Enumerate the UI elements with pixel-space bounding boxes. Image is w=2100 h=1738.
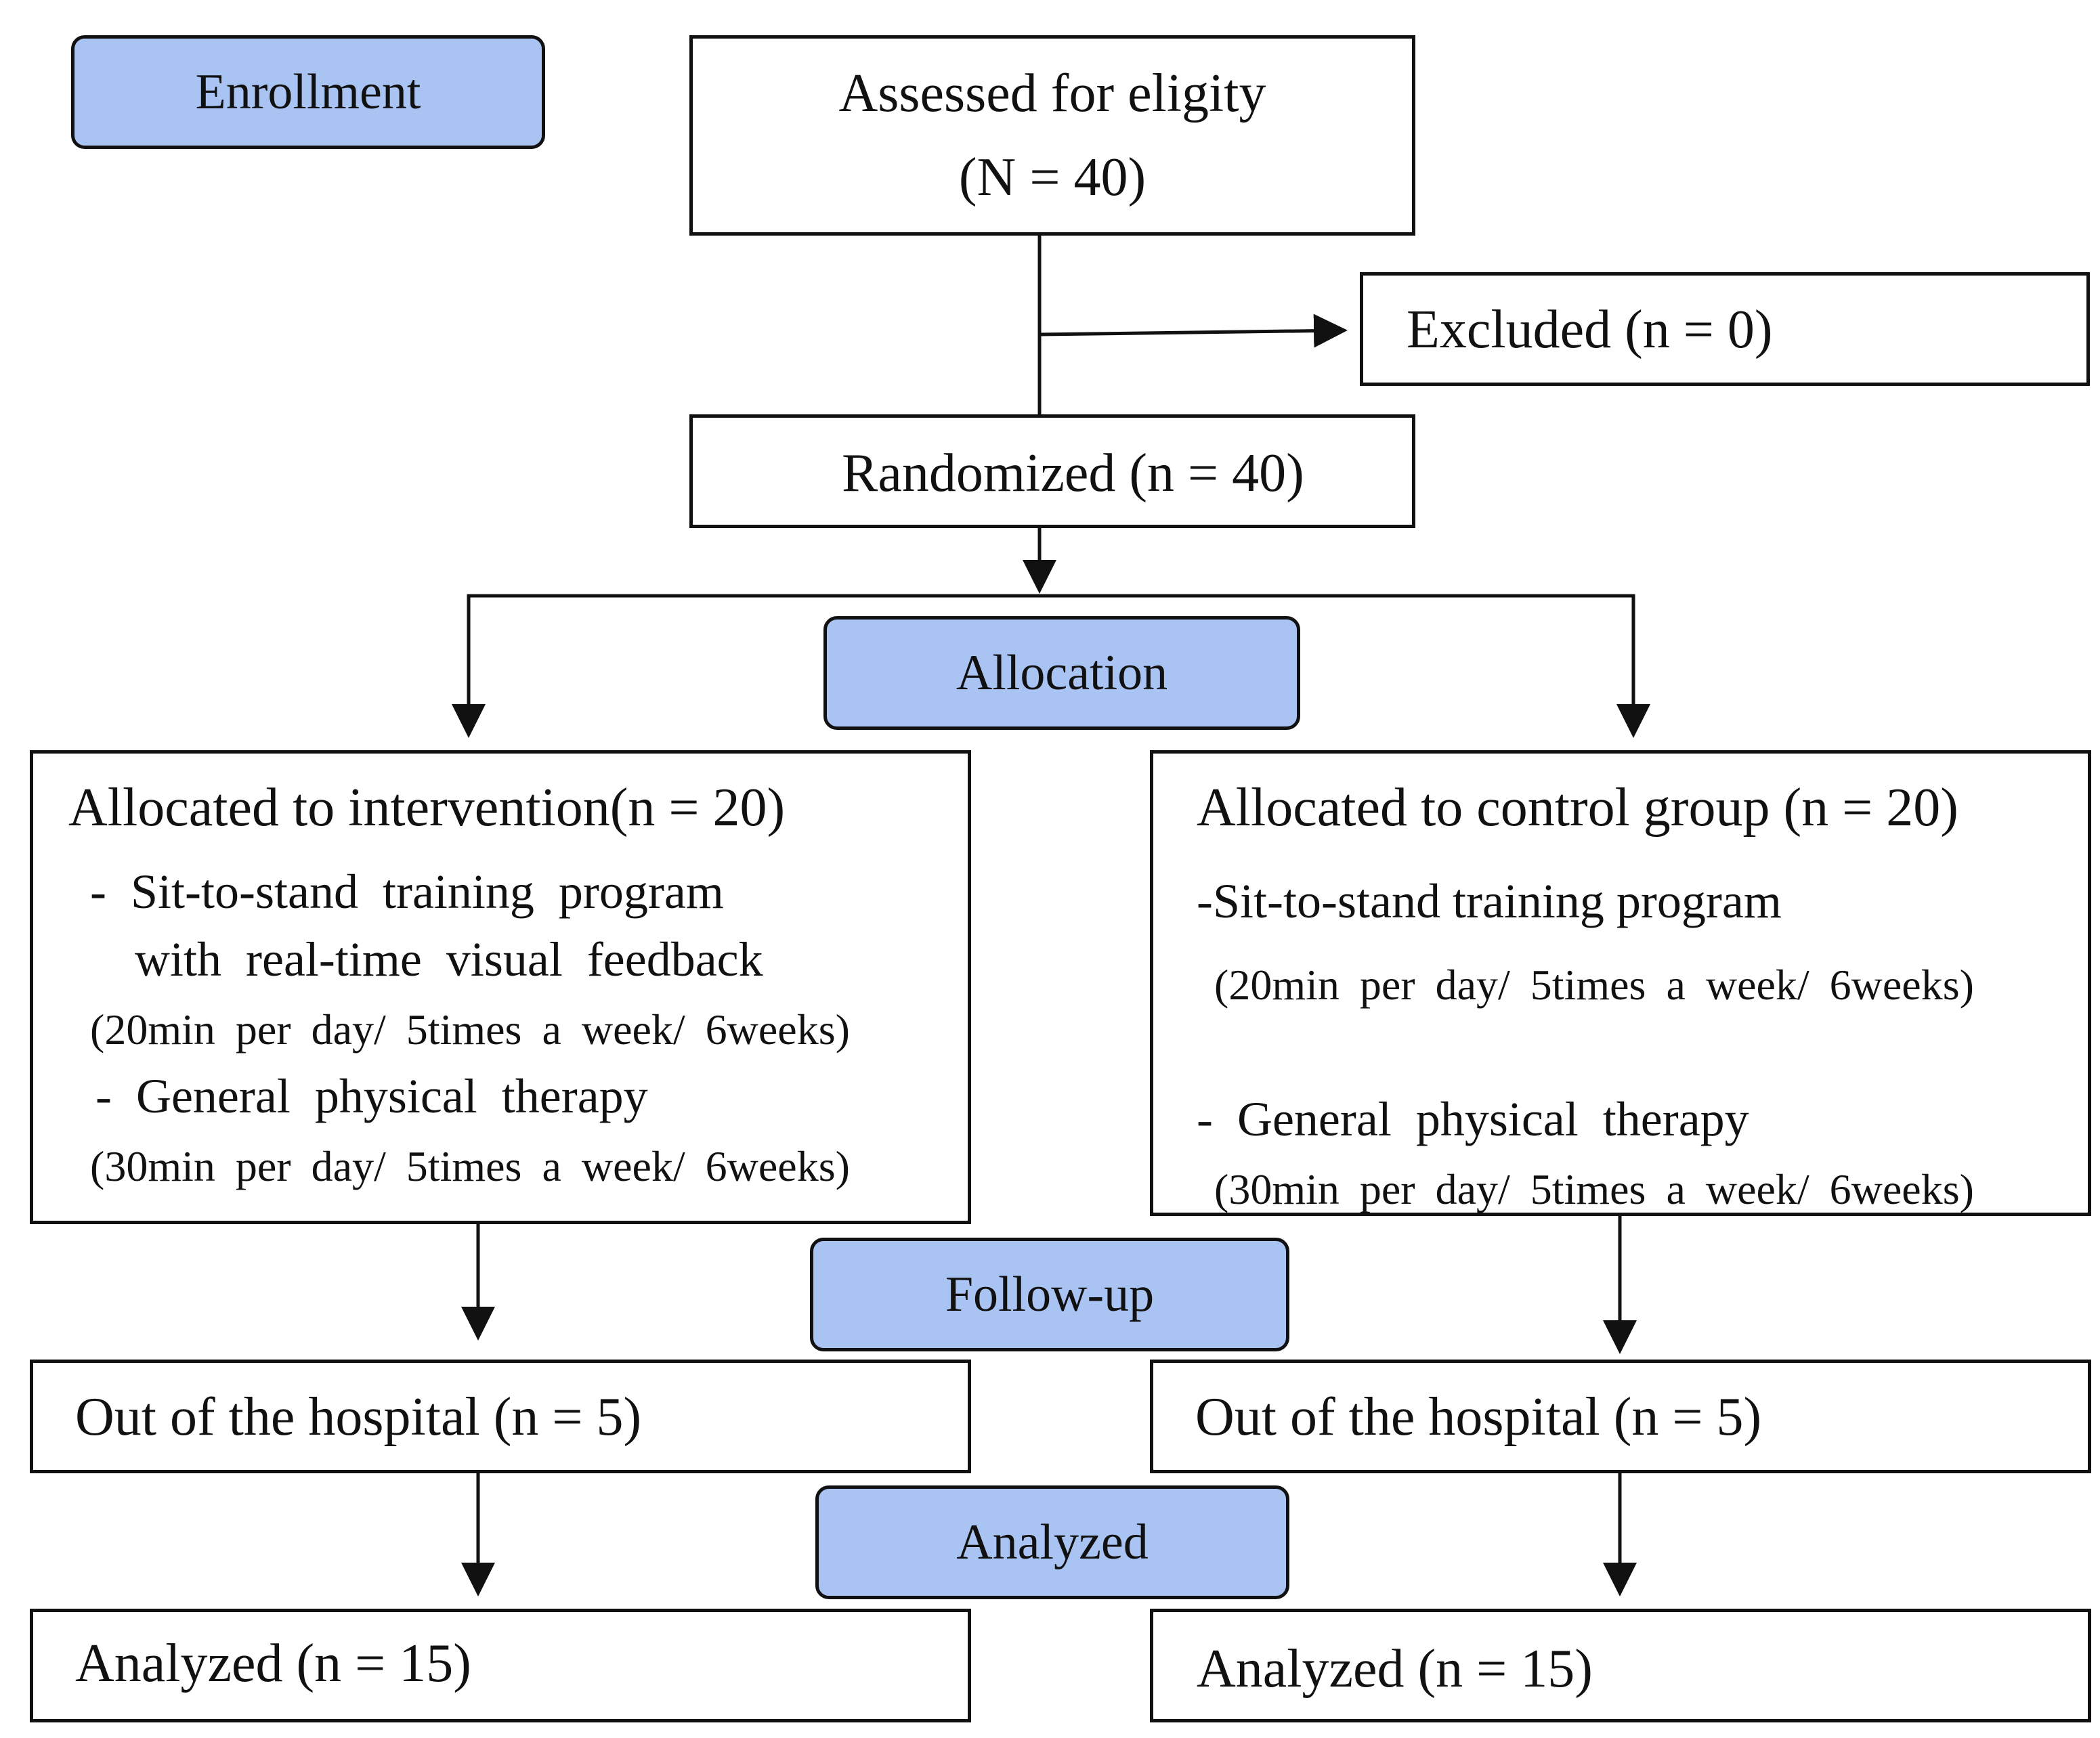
connector-split-left — [452, 594, 1040, 738]
intervention-allocation-box: Allocated to intervention(n = 20) - Sit-… — [30, 750, 971, 1224]
intervention-item1-line1: - Sit-to-stand training program — [90, 865, 724, 919]
stage-enrollment: Enrollment — [71, 35, 545, 149]
control-title: Allocated to control group (n = 20) — [1197, 778, 1958, 838]
intervention-title: Allocated to intervention(n = 20) — [68, 778, 786, 838]
stage-allocation-label: Allocation — [956, 645, 1168, 701]
assessed-count: (N = 40) — [958, 148, 1147, 207]
intervention-analyzed-box: Analyzed (n = 15) — [30, 1609, 971, 1722]
stage-follow-up: Follow-up — [810, 1238, 1289, 1351]
control-item2-schedule: (30min per day/ 5times a week/ 6weeks) — [1214, 1165, 1974, 1213]
intervention-followup-box: Out of the hospital (n = 5) — [30, 1360, 971, 1473]
stage-enrollment-label: Enrollment — [195, 64, 421, 120]
control-item2-line1: - General physical therapy — [1197, 1092, 1749, 1146]
excluded-label: Excluded (n = 0) — [1407, 300, 1773, 360]
stage-follow-up-label: Follow-up — [945, 1266, 1155, 1322]
control-followup-box: Out of the hospital (n = 5) — [1150, 1360, 2091, 1473]
control-item1-schedule: (20min per day/ 5times a week/ 6weeks) — [1214, 961, 1974, 1009]
randomized-label: Randomized (n = 40) — [842, 443, 1304, 503]
intervention-item2-line1: - General physical therapy — [95, 1069, 648, 1123]
intervention-item2-schedule: (30min per day/ 5times a week/ 6weeks) — [90, 1142, 850, 1190]
intervention-followup-label: Out of the hospital (n = 5) — [75, 1387, 642, 1447]
control-analyzed-label: Analyzed (n = 15) — [1197, 1639, 1593, 1699]
randomized-box: Randomized (n = 40) — [689, 414, 1415, 528]
connector-split-right — [1040, 594, 1650, 738]
excluded-box: Excluded (n = 0) — [1360, 272, 2090, 386]
stage-analyzed: Analyzed — [815, 1485, 1289, 1599]
intervention-item1-schedule: (20min per day/ 5times a week/ 6weeks) — [90, 1005, 850, 1053]
connector-excluded — [1039, 313, 1348, 348]
stage-analyzed-label: Analyzed — [956, 1514, 1149, 1570]
control-allocation-box: Allocated to control group (n = 20) -Sit… — [1150, 750, 2091, 1216]
stage-allocation: Allocation — [823, 616, 1300, 730]
control-followup-label: Out of the hospital (n = 5) — [1195, 1387, 1762, 1447]
assessed-title: Assessed for eligity — [838, 64, 1266, 123]
control-item1-line1: -Sit-to-stand training program — [1197, 874, 1782, 928]
assessed-box: Assessed for eligity (N = 40) — [689, 35, 1415, 236]
control-analyzed-box: Analyzed (n = 15) — [1150, 1609, 2091, 1722]
intervention-analyzed-label: Analyzed (n = 15) — [75, 1634, 471, 1693]
intervention-item1-line2: with real-time visual feedback — [135, 932, 763, 986]
